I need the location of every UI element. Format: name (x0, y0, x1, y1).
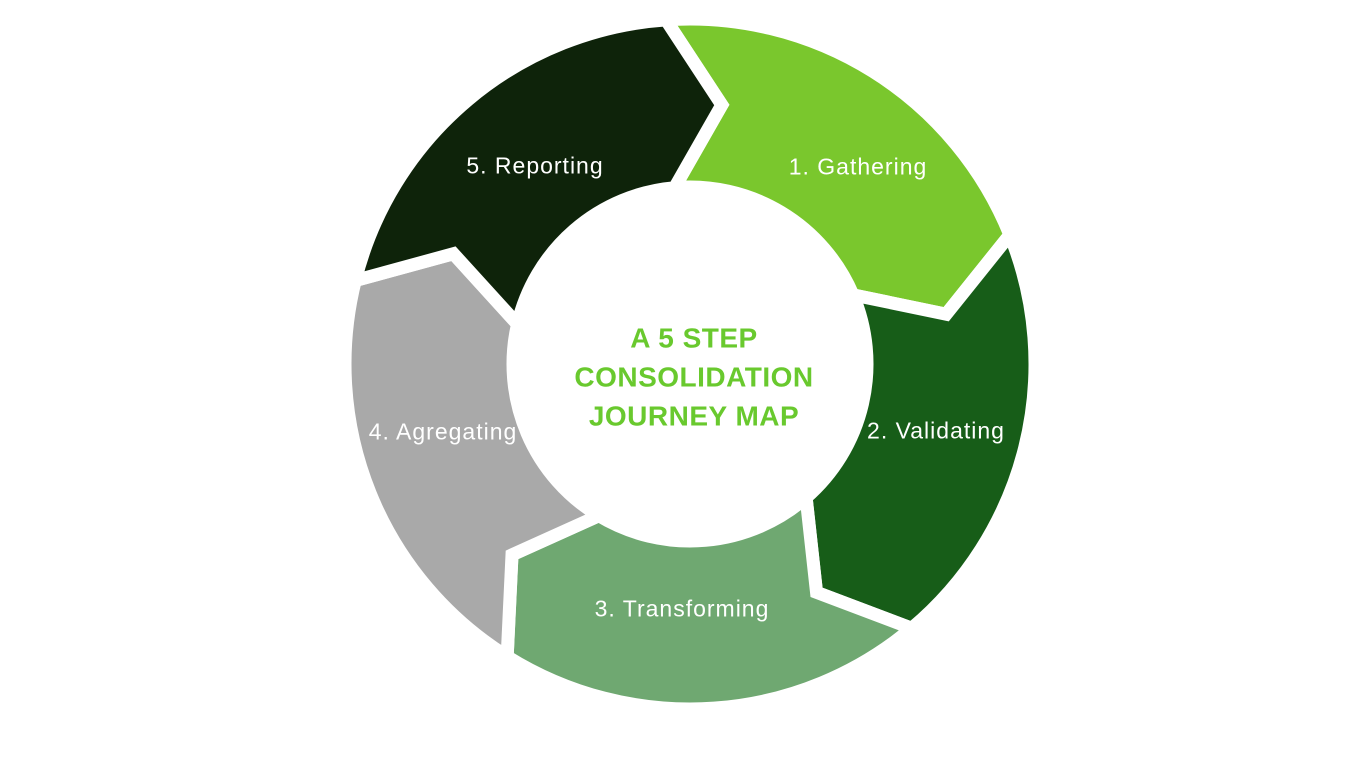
segment-shape-1 (654, 12, 1018, 322)
segment-label-reporting: 5. Reporting (466, 152, 604, 179)
segment-shape-3 (500, 484, 925, 716)
title-line-2: CONSOLIDATION (574, 361, 814, 393)
diagram-title: A 5 STEP CONSOLIDATION JOURNEY MAP (574, 319, 813, 436)
segment-label-transforming: 3. Transforming (594, 595, 770, 622)
title-line-3: JOURNEY MAP (588, 400, 800, 432)
segment-shape-4 (338, 246, 613, 668)
segment-label-validating: 2. Validating (867, 417, 1005, 444)
segment-shape-2 (799, 222, 1042, 636)
title-line-1: A 5 STEP (630, 322, 758, 354)
segment-shape-5 (346, 13, 730, 338)
segment-label-agregating: 4. Agregating (368, 418, 518, 445)
segment-label-gathering: 1. Gathering (788, 153, 928, 180)
